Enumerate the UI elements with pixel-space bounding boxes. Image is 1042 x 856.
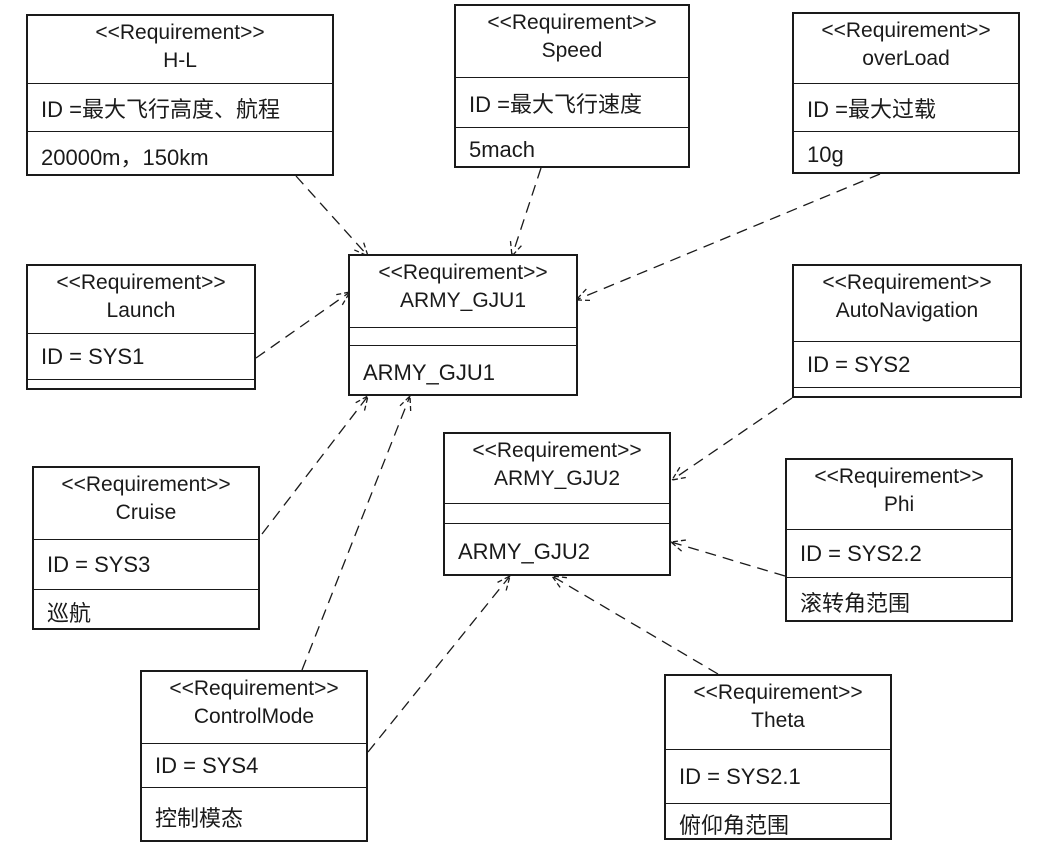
requirement-text	[28, 380, 254, 394]
stereotype-label: <<Requirement>>	[822, 271, 992, 294]
requirement-header: <<Requirement>> ARMY_GJU1	[350, 256, 576, 328]
requirement-text	[794, 388, 1020, 402]
requirement-text: ARMY_GJU2	[458, 539, 591, 564]
requirement-autonavigation[interactable]: <<Requirement>> AutoNavigation ID = SYS2	[792, 264, 1022, 398]
requirement-header: <<Requirement>> ControlMode	[142, 672, 366, 744]
stereotype-label: <<Requirement>>	[56, 271, 226, 294]
stereotype-label: <<Requirement>>	[487, 11, 657, 34]
dependency-line	[261, 395, 369, 535]
dependency-arrowhead	[496, 574, 512, 591]
requirement-text: 控制模态	[155, 806, 244, 831]
requirement-army-gju1[interactable]: <<Requirement>> ARMY_GJU1 ARMY_GJU1	[348, 254, 578, 396]
requirement-id: ID = SYS4	[142, 744, 366, 788]
dependency-arrowhead	[509, 241, 523, 258]
requirement-cruise[interactable]: <<Requirement>> Cruise ID = SYS3 巡航	[32, 466, 260, 630]
stereotype-label: <<Requirement>>	[61, 473, 231, 496]
dependency-line	[367, 575, 511, 753]
requirement-army-gju2[interactable]: <<Requirement>> ARMY_GJU2 ARMY_GJU2	[443, 432, 671, 576]
requirement-name: AutoNavigation	[835, 299, 979, 322]
requirement-theta[interactable]: <<Requirement>> Theta ID = SYS2.1 俯仰角范围	[664, 674, 892, 840]
dependency-line	[671, 397, 793, 481]
stereotype-label: <<Requirement>>	[693, 681, 863, 704]
requirement-id: ID = SYS2.2	[787, 530, 1011, 578]
dependency-arrowhead	[335, 291, 352, 306]
stereotype-label: <<Requirement>>	[95, 21, 265, 44]
dependency-arrowhead	[354, 241, 370, 258]
requirement-name: ARMY_GJU1	[399, 289, 527, 312]
dependency-arrowhead	[550, 575, 567, 589]
dependency-arrowhead	[398, 394, 412, 412]
dependency-line	[670, 541, 786, 577]
stereotype-label: <<Requirement>>	[378, 261, 548, 284]
requirement-header: <<Requirement>> overLoad	[794, 14, 1018, 84]
requirement-name: Cruise	[115, 501, 177, 524]
requirement-name: Speed	[541, 39, 603, 62]
dependency-line	[295, 175, 369, 257]
dependency-line	[301, 395, 411, 671]
requirement-header: <<Requirement>> Launch	[28, 266, 254, 334]
dependency-line	[511, 167, 542, 257]
dependency-arrowhead	[574, 288, 592, 302]
requirement-text: 俯仰角范围	[679, 813, 790, 838]
dependency-arrowhead	[354, 394, 369, 411]
requirement-text: 20000m，150km	[41, 145, 209, 170]
requirement-header: <<Requirement>> Theta	[666, 676, 890, 750]
requirement-text: 5mach	[469, 137, 536, 162]
requirement-hl[interactable]: <<Requirement>> H-L ID =最大飞行高度、航程 20000m…	[26, 14, 334, 176]
stereotype-label: <<Requirement>>	[821, 19, 991, 42]
requirement-phi[interactable]: <<Requirement>> Phi ID = SYS2.2 滚转角范围	[785, 458, 1013, 622]
stereotype-label: <<Requirement>>	[169, 677, 339, 700]
requirement-header: <<Requirement>> Cruise	[34, 468, 258, 540]
requirement-id: ID = SYS2.1	[666, 750, 890, 804]
requirement-id: ID = SYS2	[794, 342, 1020, 388]
dependency-arrowhead	[670, 466, 687, 481]
dependency-arrowhead	[669, 539, 686, 553]
requirement-overload[interactable]: <<Requirement>> overLoad ID =最大过载 10g	[792, 12, 1020, 174]
requirement-id: ID = SYS3	[34, 540, 258, 590]
requirement-id	[350, 328, 576, 346]
stereotype-label: <<Requirement>>	[472, 439, 642, 462]
requirement-name: ARMY_GJU2	[493, 467, 621, 490]
requirement-header: <<Requirement>> H-L	[28, 16, 332, 84]
requirement-text: 巡航	[47, 601, 92, 626]
requirement-launch[interactable]: <<Requirement>> Launch ID = SYS1	[26, 264, 256, 390]
requirement-id	[445, 504, 669, 524]
requirement-id: ID = SYS1	[28, 334, 254, 380]
requirement-header: <<Requirement>> AutoNavigation	[794, 266, 1020, 342]
requirement-name: Theta	[751, 709, 805, 732]
requirement-header: <<Requirement>> Phi	[787, 460, 1011, 530]
requirement-id: ID =最大飞行高度、航程	[28, 84, 332, 132]
stereotype-label: <<Requirement>>	[814, 465, 984, 488]
requirement-controlmode[interactable]: <<Requirement>> ControlMode ID = SYS4 控制…	[140, 670, 368, 842]
requirement-header: <<Requirement>> Speed	[456, 6, 688, 78]
dependency-line	[551, 575, 719, 675]
requirement-name: Phi	[883, 493, 915, 516]
requirement-name: Launch	[106, 299, 176, 322]
requirement-name: ControlMode	[193, 705, 315, 728]
requirement-id: ID =最大过载	[794, 84, 1018, 132]
requirement-header: <<Requirement>> ARMY_GJU2	[445, 434, 669, 504]
requirement-id: ID =最大飞行速度	[456, 78, 688, 128]
requirement-speed[interactable]: <<Requirement>> Speed ID =最大飞行速度 5mach	[454, 4, 690, 168]
requirement-name: overLoad	[862, 47, 950, 70]
dependency-line	[575, 173, 881, 301]
requirement-text: 10g	[807, 142, 844, 167]
requirement-text: 滚转角范围	[800, 591, 911, 616]
requirement-name: H-L	[163, 49, 197, 72]
dependency-line	[255, 291, 351, 359]
requirement-text: ARMY_GJU1	[363, 360, 496, 385]
